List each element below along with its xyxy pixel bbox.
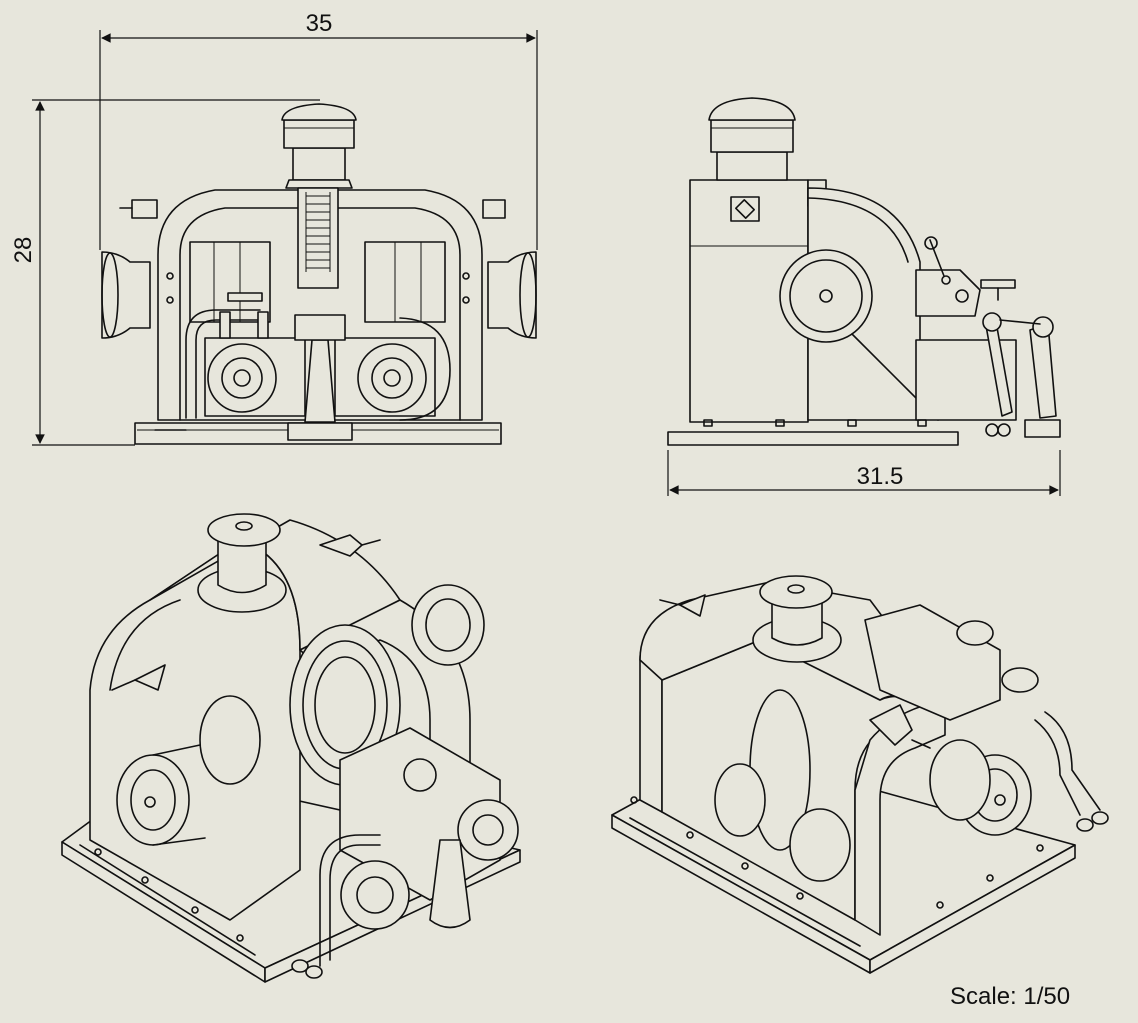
scale-label: Scale: 1/50: [950, 983, 1071, 1010]
side-width-dimension: 31.5: [667, 450, 1061, 496]
isometric-view-right: [611, 575, 1109, 974]
side-width-value: 31.5: [857, 463, 904, 490]
front-height-value: 28: [10, 237, 37, 264]
front-width-dimension: 35: [99, 10, 538, 250]
isometric-view-left: [61, 513, 521, 983]
front-height-dimension: 28: [10, 99, 320, 446]
front-view: [101, 103, 537, 445]
front-width-value: 35: [306, 10, 333, 37]
side-view: [667, 97, 1061, 446]
